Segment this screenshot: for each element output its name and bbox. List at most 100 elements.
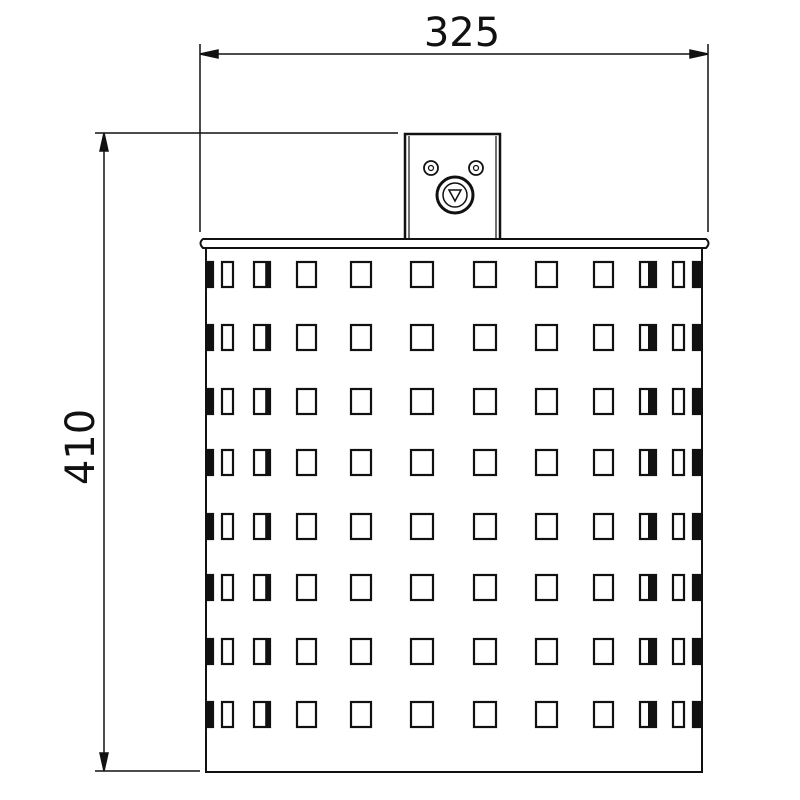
width-dimension-label: 325 [424,10,500,56]
perforation-hole [472,512,498,541]
perforation-hole [592,573,615,602]
perforation-hole [671,323,686,352]
lock-icon [435,175,475,215]
perforation-hole [220,448,235,477]
perforation-hole [409,573,435,602]
perforation-hole [671,637,686,666]
hole-shadow [265,702,270,727]
perforation-hole [592,387,615,416]
perforation-hole [472,700,498,729]
perforation-hole [220,637,235,666]
perforation-hole [534,512,559,541]
perforation-hole [349,573,373,602]
perforation-hole [220,573,235,602]
perforation-hole [295,700,318,729]
perforation-hole [592,260,615,289]
perforation-hole [534,387,559,416]
perforation-hole [409,700,435,729]
perforation-hole [691,323,703,352]
screw-icon [423,160,439,176]
perforation-hole [409,260,435,289]
perforation-hole [206,387,215,416]
perforation-hole [349,260,373,289]
hole-shadow [648,702,656,727]
perforation-hole [349,512,373,541]
width-dimension [199,44,709,232]
perforation-hole [220,387,235,416]
hole-shadow [648,325,656,350]
perforation-hole [671,448,686,477]
hole-shadow [265,325,270,350]
perforation-hole [295,387,318,416]
hole-shadow [648,639,656,664]
perforation-hole [409,637,435,666]
hole-shadow [648,514,656,539]
hole-shadow [648,262,656,287]
hole-shadow [265,639,270,664]
perforation-hole [206,637,215,666]
perforation-hole [472,323,498,352]
perforation-hole [534,323,559,352]
perforation-hole [206,700,215,729]
arrow-head-icon [199,49,219,59]
perforation-hole [295,448,318,477]
perforation-hole [206,260,215,289]
mounting-bracket [403,132,502,242]
perforation-hole [472,387,498,416]
perforation-hole [691,637,703,666]
perforation-hole [671,387,686,416]
height-dimension [95,132,398,772]
perforation-hole [295,323,318,352]
perforation-hole [295,637,318,666]
perforation-hole [691,573,703,602]
perforation-hole [295,512,318,541]
perforation-hole [534,448,559,477]
perforation-hole [592,448,615,477]
hole-shadow [648,389,656,414]
perforation-hole [691,448,703,477]
perforation-hole [409,387,435,416]
perforation-hole [206,448,215,477]
perforation-hole [472,448,498,477]
perforation-hole [534,260,559,289]
perforation-hole [472,573,498,602]
hole-shadow [648,575,656,600]
perforation-hole [220,700,235,729]
perforation-hole [592,512,615,541]
perforation-holes [206,260,703,729]
hole-shadow [265,389,270,414]
perforation-hole [349,387,373,416]
perforation-hole [691,512,703,541]
perforation-hole [349,700,373,729]
perforation-hole [691,700,703,729]
perforation-hole [592,637,615,666]
perforation-hole [220,323,235,352]
perforation-hole [671,700,686,729]
perforation-hole [534,573,559,602]
perforation-hole [409,323,435,352]
arrow-head-icon [99,132,109,152]
hole-shadow [265,514,270,539]
perforation-hole [472,260,498,289]
perforation-hole [691,260,703,289]
perforation-hole [671,512,686,541]
bin-rim [199,238,710,249]
hole-shadow [648,450,656,475]
perforation-hole [409,512,435,541]
bin-outline [205,248,703,773]
screw-icon [468,160,484,176]
hole-shadow [265,262,270,287]
perforation-hole [534,700,559,729]
perforation-hole [691,387,703,416]
perforation-hole [534,637,559,666]
bracket-plate [403,132,502,242]
perforation-hole [295,260,318,289]
hole-shadow [265,575,270,600]
perforation-hole [295,573,318,602]
hole-shadow [265,450,270,475]
perforation-hole [206,512,215,541]
height-dimension-label: 410 [58,409,104,485]
perforation-hole [671,260,686,289]
arrow-head-icon [689,49,709,59]
